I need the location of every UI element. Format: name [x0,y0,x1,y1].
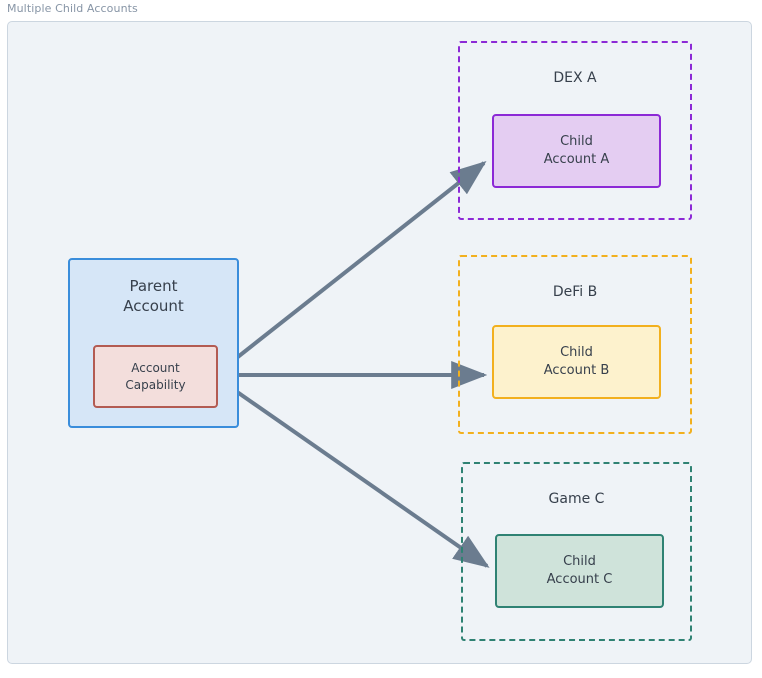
node-child-account-a[interactable]: Child Account A [492,114,661,188]
node-child-account-b[interactable]: Child Account B [492,325,661,399]
node-child-account-c[interactable]: Child Account C [495,534,664,608]
cluster-game-c: Game C [461,462,692,641]
child-account-a-line-2: Account A [543,152,610,167]
child-account-c-line-1: Child [563,554,596,570]
cluster-game-c-label: Game C [548,491,605,507]
parent-account-line-2: Account [123,297,184,316]
parent-account-text: Parent Account [123,276,184,317]
child-account-b-line-2: Account B [543,363,610,378]
account-capability-line-1: Account [131,361,180,376]
node-account-capability[interactable]: Account Capability [93,345,218,408]
cluster-defi-b: DeFi B [458,255,692,434]
account-capability-line-2: Capability [125,377,186,392]
cluster-dex-a: DEX A [458,41,692,220]
cluster-dex-a-label: DEX A [553,70,597,86]
child-account-b-line-1: Child [560,345,593,361]
frame-title: Multiple Child Accounts [7,2,138,15]
cluster-defi-b-label: DeFi B [552,284,598,300]
child-account-a-line-1: Child [560,134,593,150]
parent-account-line-1: Parent [129,277,178,295]
child-account-c-line-2: Account C [546,572,613,587]
